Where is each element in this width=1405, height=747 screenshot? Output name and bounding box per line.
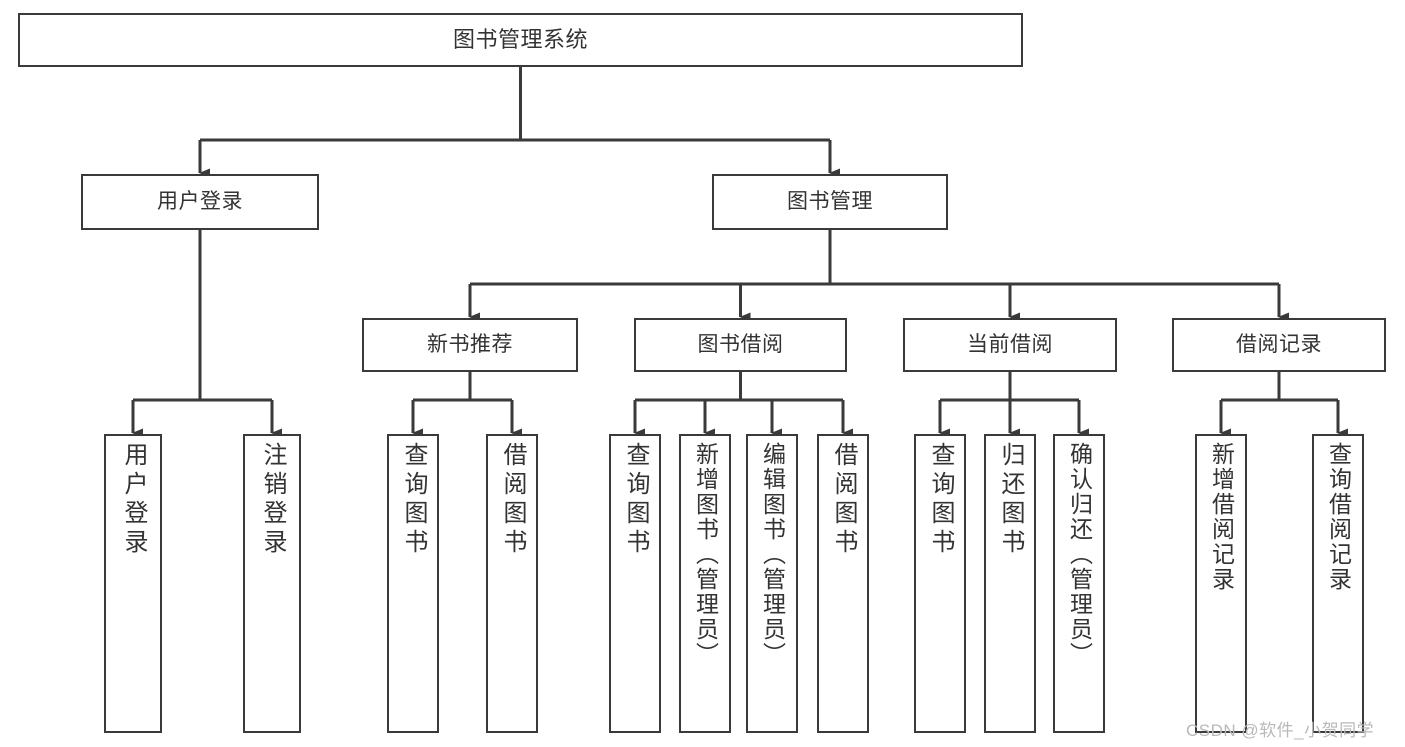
node-label-leaf_add_record: 新增借阅记录 xyxy=(1208,442,1235,592)
node-label-leaf_return_book: 归还图书 xyxy=(997,442,1024,558)
node-label-leaf_confirm_return: 确认归还（管理员） xyxy=(1066,442,1093,667)
node-leaf_query_book_1[interactable]: 查询图书 xyxy=(387,434,439,733)
node-leaf_borrow_book_2[interactable]: 借阅图书 xyxy=(817,434,869,733)
node-label-leaf_user_login: 用户登录 xyxy=(120,442,147,558)
node-leaf_user_login[interactable]: 用户登录 xyxy=(104,434,162,733)
node-label-leaf_query_book_2: 查询图书 xyxy=(622,442,649,558)
node-leaf_query_record[interactable]: 查询借阅记录 xyxy=(1312,434,1364,733)
node-book_borrow[interactable]: 图书借阅 xyxy=(634,318,847,372)
node-label-leaf_add_book: 新增图书（管理员） xyxy=(692,442,719,667)
node-leaf_edit_book[interactable]: 编辑图书（管理员） xyxy=(746,434,798,733)
node-label-book_borrow: 图书借阅 xyxy=(697,332,784,356)
node-label-leaf_borrow_book_2: 借阅图书 xyxy=(830,442,857,558)
node-leaf_return_book[interactable]: 归还图书 xyxy=(984,434,1036,733)
node-borrow_record[interactable]: 借阅记录 xyxy=(1172,318,1386,372)
node-label-leaf_borrow_book_1: 借阅图书 xyxy=(499,442,526,558)
node-label-user_login: 用户登录 xyxy=(157,189,243,213)
node-root[interactable]: 图书管理系统 xyxy=(18,13,1023,67)
node-leaf_user_logout[interactable]: 注销登录 xyxy=(243,434,301,733)
node-book_manage[interactable]: 图书管理 xyxy=(712,174,948,230)
node-leaf_add_book[interactable]: 新增图书（管理员） xyxy=(679,434,731,733)
node-label-borrow_record: 借阅记录 xyxy=(1236,332,1322,356)
node-new_book_rec[interactable]: 新书推荐 xyxy=(362,318,578,372)
node-label-root: 图书管理系统 xyxy=(452,27,588,53)
node-leaf_query_book_2[interactable]: 查询图书 xyxy=(609,434,661,733)
node-leaf_confirm_return[interactable]: 确认归还（管理员） xyxy=(1053,434,1105,733)
node-current_borrow[interactable]: 当前借阅 xyxy=(903,318,1117,372)
node-label-leaf_query_book_1: 查询图书 xyxy=(400,442,427,558)
node-label-leaf_query_book_3: 查询图书 xyxy=(927,442,954,558)
node-label-new_book_rec: 新书推荐 xyxy=(427,332,513,356)
node-label-current_borrow: 当前借阅 xyxy=(967,332,1053,356)
node-label-leaf_query_record: 查询借阅记录 xyxy=(1325,442,1352,592)
node-leaf_borrow_book_1[interactable]: 借阅图书 xyxy=(486,434,538,733)
node-label-leaf_user_logout: 注销登录 xyxy=(259,442,286,558)
watermark-text: CSDN @软件_小贺同学 xyxy=(1186,721,1375,740)
edge-group xyxy=(131,67,1348,438)
node-leaf_query_book_3[interactable]: 查询图书 xyxy=(914,434,966,733)
node-leaf_add_record[interactable]: 新增借阅记录 xyxy=(1195,434,1247,733)
node-label-leaf_edit_book: 编辑图书（管理员） xyxy=(759,442,786,667)
node-user_login[interactable]: 用户登录 xyxy=(81,174,319,230)
node-label-book_manage: 图书管理 xyxy=(787,189,873,213)
